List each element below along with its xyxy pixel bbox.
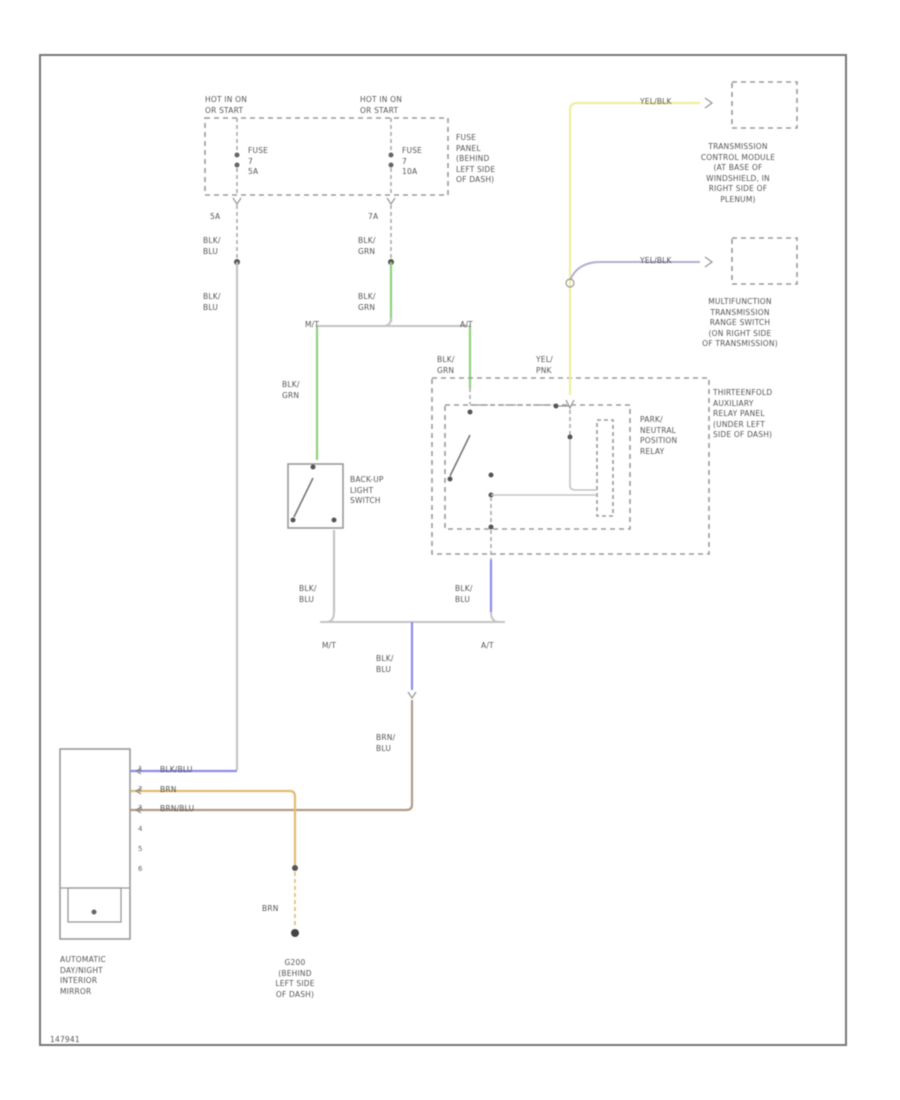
wire-label-brn: BRN xyxy=(262,904,279,913)
merge-left-corner xyxy=(325,611,335,623)
relay-panel-label: THIRTEENFOLD AUXILIARY RELAY PANEL (UNDE… xyxy=(713,388,773,439)
fuse-panel-label: FUSE PANEL (BEHIND LEFT SIDE OF DASH) xyxy=(456,133,496,184)
tcm-label: TRANSMISSION CONTROL MODULE (AT BASE OF … xyxy=(700,142,776,204)
tcm-box xyxy=(731,81,798,129)
mirror-pin-1: 1 xyxy=(138,765,143,773)
wire-label-blk-blu-3: BLK/ BLU xyxy=(299,584,317,604)
amp-label-left: 5A xyxy=(210,212,221,221)
range-switch-box xyxy=(731,237,798,285)
backup-switch-blade xyxy=(293,477,314,518)
fuse-right-node-1 xyxy=(388,152,394,158)
mirror-box xyxy=(59,748,131,940)
fuse-right-node-2 xyxy=(388,162,394,168)
mirror-pin-3: 3 xyxy=(138,804,143,812)
relay-switch-blade xyxy=(449,434,471,477)
fuse-left-node-2 xyxy=(234,162,240,168)
relay-coil xyxy=(596,419,614,517)
wire-label-blk-blu-2: BLK/ BLU xyxy=(203,292,221,312)
wire-tcm-yellow xyxy=(568,101,700,395)
wire-label-blk-grn-4: BLK/ GRN xyxy=(437,355,455,375)
mt-bottom-label: M/T xyxy=(322,641,337,650)
tcm-connector xyxy=(704,97,714,109)
fuse-label-left: FUSE 7 5A xyxy=(248,146,269,176)
ground-label: G200 (BEHIND LEFT SIDE OF DASH) xyxy=(275,958,315,999)
fuse-left-connector xyxy=(232,197,242,206)
ground-symbol xyxy=(291,929,299,937)
relay-contact-top xyxy=(467,409,473,415)
mirror-wire-label-3: BRN/BLU xyxy=(160,804,195,813)
mirror-wire-label-2: BRN xyxy=(160,785,177,794)
mirror-inner-node xyxy=(91,909,97,915)
relay-coil-node xyxy=(567,434,573,440)
at-top-label: A/T xyxy=(460,320,473,329)
mirror-pin-5: 5 xyxy=(138,845,143,853)
footer-code: 147941 xyxy=(50,1035,80,1044)
relay-top-node xyxy=(553,403,559,409)
split-top-junction xyxy=(382,317,392,327)
range-connector xyxy=(704,256,714,268)
range-splice xyxy=(565,278,575,288)
mirror-pin-6: 6 xyxy=(138,865,143,873)
hot-label-left: HOT IN ON OR START xyxy=(205,95,248,115)
wire-label-blk-blu-5: BLK/ BLU xyxy=(376,654,394,674)
relay-out-node xyxy=(488,524,494,530)
wire-label-brn-blu: BRN/ BLU xyxy=(376,733,396,753)
relay-contact-bottom xyxy=(447,476,453,482)
merge-right-corner xyxy=(490,611,500,623)
wire-range-purple xyxy=(569,261,700,281)
fuse-left-node-1 xyxy=(234,152,240,158)
wire-label-blk-blu-1: BLK/ BLU xyxy=(203,236,221,256)
relay-contact-out xyxy=(488,472,494,478)
fuse-right-connector xyxy=(386,197,396,206)
wire-label-yel-blk-1: YEL/BLK xyxy=(640,97,672,106)
wire-ground-orange xyxy=(130,789,297,865)
mirror-pin-4: 4 xyxy=(138,825,143,833)
wire-label-blk-blu-4: BLK/ BLU xyxy=(455,584,473,604)
mirror-inner-box xyxy=(67,887,122,923)
fuse-label-right: FUSE 7 10A xyxy=(402,146,423,176)
hot-label-right: HOT IN ON OR START xyxy=(360,95,403,115)
mt-top-label: M/T xyxy=(305,320,320,329)
at-bottom-label: A/T xyxy=(481,641,494,650)
relay-coil-wire xyxy=(569,440,597,491)
diagram-border xyxy=(39,54,847,1046)
mirror-pin2-connector xyxy=(134,787,142,795)
backup-switch-contact-top xyxy=(310,464,316,470)
wire-label-blk-grn-2: BLK/ GRN xyxy=(358,292,376,312)
backup-switch-label: BACK-UP LIGHT SWITCH xyxy=(350,475,384,505)
ground-splice xyxy=(292,865,298,871)
backup-switch-contact-out xyxy=(331,517,337,523)
mirror-label: AUTOMATIC DAY/NIGHT INTERIOR MIRROR xyxy=(60,955,106,996)
mirror-pin-2: 2 xyxy=(138,785,143,793)
wire-label-yel-pnk: YEL/ PNK xyxy=(536,355,553,375)
pn-relay-box xyxy=(444,404,631,530)
mirror-pin3-connector xyxy=(134,806,142,814)
wire-label-blk-grn-3: BLK/ GRN xyxy=(282,380,300,400)
mirror-pin1-connector xyxy=(134,767,142,775)
wire-merge-brown xyxy=(130,700,414,812)
backup-switch-contact-bottom xyxy=(290,517,296,523)
relay-coil-connector xyxy=(565,399,575,410)
merge-connector xyxy=(407,691,417,700)
pn-relay-label: PARK/ NEUTRAL POSITION RELAY xyxy=(640,415,678,456)
range-switch-label: MULTIFUNCTION TRANSMISSION RANGE SWITCH … xyxy=(702,297,778,348)
amp-label-right: 7A xyxy=(368,212,379,221)
mirror-wire-label-1: BLK/BLU xyxy=(160,765,193,774)
wire-label-yel-blk-2: YEL/BLK xyxy=(640,256,672,265)
backup-switch-box xyxy=(287,463,344,529)
fuse-panel-box xyxy=(204,117,449,196)
wire-label-blk-grn-1: BLK/ GRN xyxy=(358,236,376,256)
